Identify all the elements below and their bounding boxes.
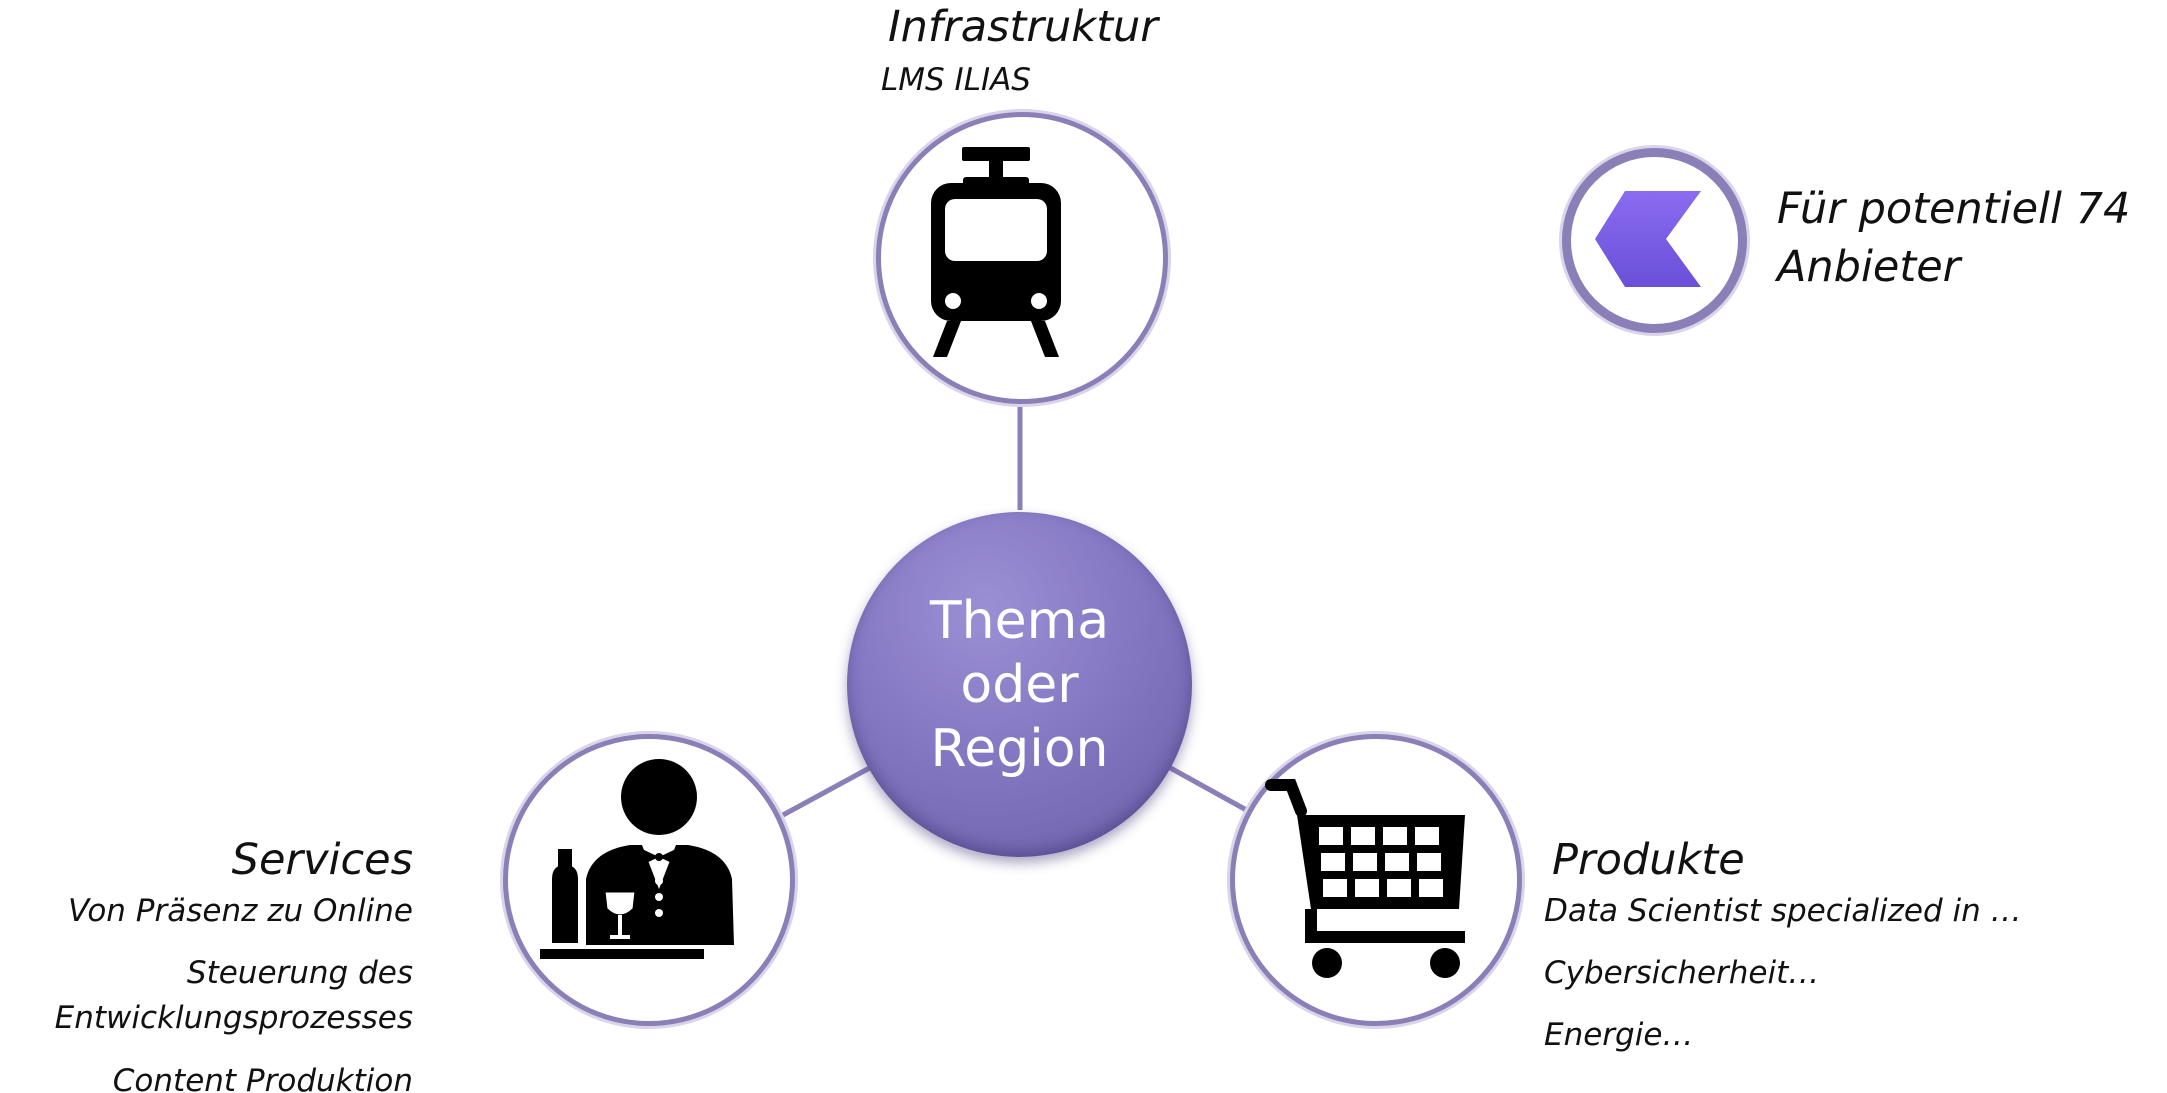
produkte-item-1: Data Scientist specialized in … <box>1544 893 2022 929</box>
connector-left <box>781 762 877 818</box>
services-item-4: Content Produktion <box>112 1063 413 1093</box>
center-line-3: Region <box>930 718 1109 779</box>
center-line-2: oder <box>960 654 1079 715</box>
services-node <box>503 734 795 1026</box>
services-item-3: Entwicklungsprozesses <box>54 1000 413 1036</box>
connector-right <box>1163 762 1252 815</box>
services-title: Services <box>231 835 413 885</box>
produkte-title: Produkte <box>1552 835 1745 885</box>
produkte-node <box>1230 734 1522 1026</box>
badge-line-1: Für potentiell 74 <box>1777 184 2131 234</box>
infrastruktur-subtitle: LMS ILIAS <box>881 62 1031 98</box>
center-topic-node: Thema oder Region <box>847 512 1192 857</box>
provider-badge <box>1562 148 1747 333</box>
infrastruktur-node <box>876 112 1168 404</box>
services-item-1: Von Präsenz zu Online <box>67 893 413 929</box>
waiter-icon <box>540 759 734 959</box>
produkte-item-3: Energie… <box>1544 1017 1694 1053</box>
chevron-left-icon <box>1595 191 1701 287</box>
train-icon <box>931 147 1061 357</box>
produkte-item-2: Cybersicherheit… <box>1544 955 1820 991</box>
center-line-1: Thema <box>929 590 1110 651</box>
shopping-cart-icon <box>1265 779 1465 978</box>
badge-line-2: Anbieter <box>1777 242 1961 292</box>
services-item-2: Steuerung des <box>186 955 413 991</box>
infrastruktur-title: Infrastruktur <box>888 2 1158 52</box>
